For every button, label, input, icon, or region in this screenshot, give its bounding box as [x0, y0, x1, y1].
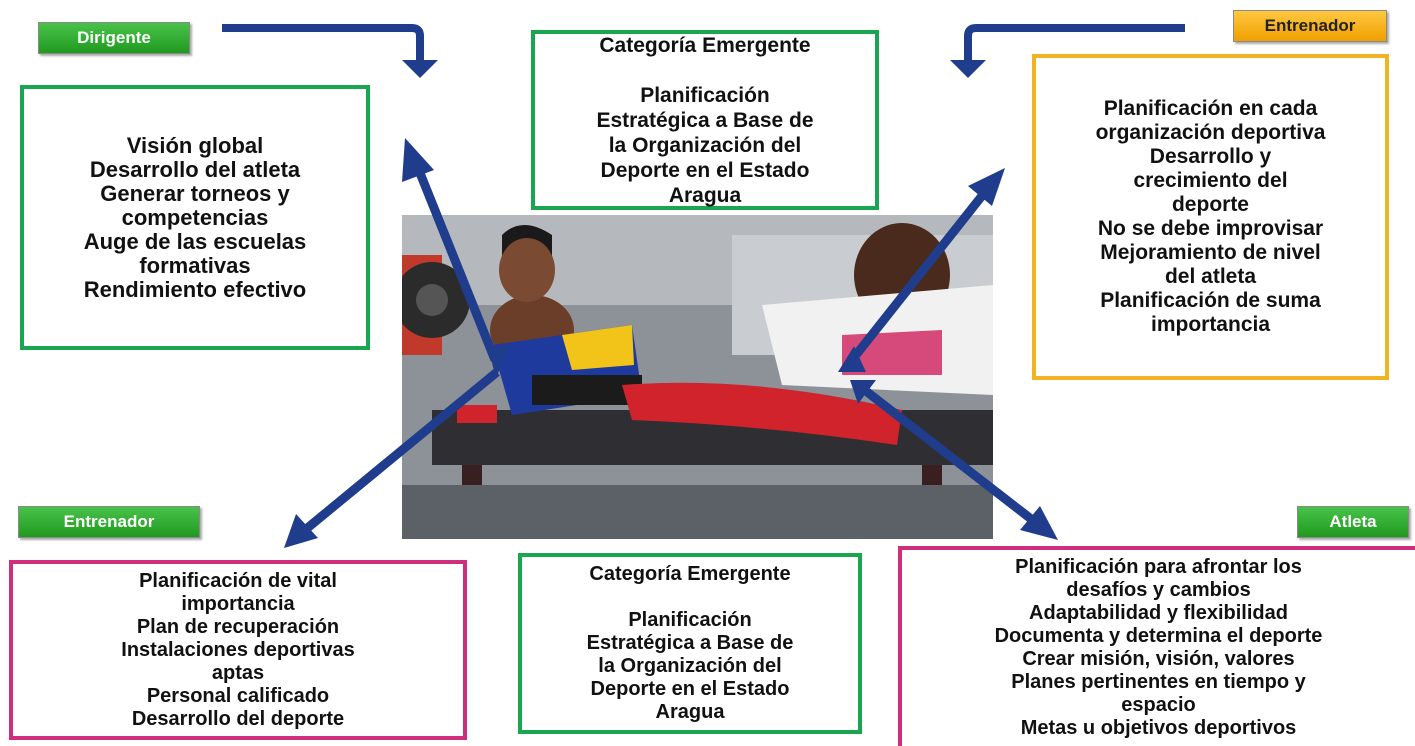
text-line: Planificación para afrontar los: [1015, 556, 1302, 578]
text-line: Desarrollo del atleta: [89, 156, 301, 182]
text-line: importancia: [181, 592, 295, 615]
text-line: Categoría Emergente: [589, 563, 791, 585]
text-line: organización deportiva: [1095, 121, 1326, 144]
text-line: Categoría Emergente: [599, 33, 811, 57]
label-entrenador-top: Entrenador: [1233, 10, 1387, 42]
text-line: importancia: [1150, 313, 1271, 336]
text-line: Planes pertinentes en tiempo y: [1011, 671, 1306, 693]
text-line: Visión global: [126, 132, 264, 158]
bent-arrow-right-head: [950, 60, 986, 78]
arrow-to-atleta: [859, 384, 1038, 526]
text-line: Auge de las escuelas: [83, 228, 307, 254]
text-line: Documenta y determina el deporte: [994, 625, 1323, 647]
arrowhead: [850, 380, 876, 404]
text-line: No se debe improvisar: [1097, 217, 1324, 240]
text-line: Mejoramiento de nivel: [1100, 241, 1321, 264]
text-line: la Organización del: [598, 655, 782, 677]
text-line: Aragua: [655, 701, 725, 723]
arrowhead: [1020, 506, 1058, 540]
text-line: competencias: [121, 204, 269, 230]
text-line: Planificación en cada: [1103, 97, 1318, 120]
text-line: del atleta: [1164, 265, 1257, 288]
text-line: desafíos y cambios: [1066, 579, 1251, 601]
arrow-to-entrenador-bottom: [302, 368, 500, 534]
text-line: Deporte en el Estado: [590, 678, 790, 700]
text-line: Estratégica a Base de: [586, 632, 794, 654]
arrowhead: [838, 346, 866, 372]
arrowhead: [402, 138, 434, 182]
arrow-to-entrenador-top: [848, 189, 989, 363]
bent-arrow-left-head: [402, 60, 438, 78]
arrow-to-dirigente: [413, 166, 500, 362]
arrowhead: [968, 168, 1005, 206]
text-line: Planificación de vital: [139, 569, 337, 592]
bent-arrow-right: [964, 24, 1185, 62]
text-line: Crear misión, visión, valores: [1022, 648, 1295, 670]
text-line: Deporte en el Estado: [600, 158, 810, 182]
text-line: Desarrollo y: [1149, 145, 1272, 168]
text-line: formativas: [139, 252, 251, 278]
text-line: aptas: [211, 661, 265, 684]
text-line: Personal calificado: [146, 684, 330, 707]
text-line: deporte: [1171, 193, 1249, 216]
text-line: Plan de recuperación: [136, 615, 340, 638]
text-line: Estratégica a Base de: [596, 108, 814, 132]
text-line: la Organización del: [608, 133, 802, 157]
text-line: Instalaciones deportivas: [121, 638, 355, 661]
text-line: Aragua: [668, 183, 742, 207]
arrowhead: [488, 345, 510, 378]
label-entrenador-bottom: Entrenador: [18, 506, 200, 538]
text-line: Planificación de suma: [1100, 289, 1321, 312]
text-line: Desarrollo del deporte: [131, 707, 345, 730]
text-line: Planificación: [640, 83, 770, 107]
text-line: crecimiento del: [1133, 169, 1288, 192]
text-line: Metas u objetivos deportivos: [1020, 717, 1297, 739]
label-dirigente: Dirigente: [38, 22, 190, 54]
text-line: Rendimiento efectivo: [83, 276, 307, 302]
athlete-photo: [402, 215, 993, 539]
text-line: Planificación: [628, 609, 752, 631]
label-atleta: Atleta: [1297, 506, 1409, 538]
text-line: Generar torneos y: [100, 180, 290, 206]
arrowhead: [284, 514, 318, 548]
bent-arrow-left: [222, 24, 424, 62]
text-line: espacio: [1121, 694, 1196, 716]
text-line: Adaptabilidad y flexibilidad: [1029, 602, 1288, 624]
